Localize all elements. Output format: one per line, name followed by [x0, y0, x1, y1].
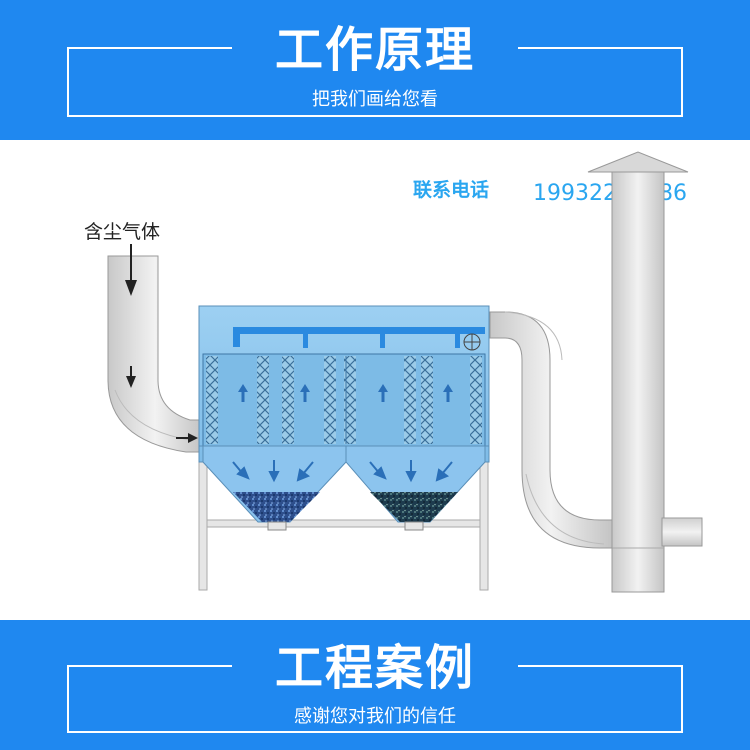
dust-fall-arrows — [232, 460, 453, 483]
dust-hoppers — [202, 445, 486, 531]
filter-bags — [206, 356, 482, 444]
footer-subtitle: 感谢您对我们的信任 — [294, 706, 456, 727]
header-title: 工作原理 — [274, 22, 475, 78]
dust-collector-diagram: 联系电话 19932201686 含尘气体 — [84, 151, 703, 593]
footer-title-gap — [232, 655, 518, 677]
contact-label: 联系电话 — [413, 178, 489, 201]
inlet-label: 含尘气体 — [84, 221, 160, 243]
header-banner: 工作原理 把我们画给您看 — [0, 0, 750, 140]
outlet-duct — [489, 311, 613, 549]
footer-title: 工程案例 — [274, 640, 475, 696]
chimney-stack — [587, 151, 703, 593]
footer-banner — [0, 620, 750, 750]
airflow-arrows — [238, 384, 453, 402]
inlet-arrow — [125, 244, 198, 443]
header-title-gap — [232, 36, 518, 60]
header-subtitle: 把我们画给您看 — [312, 89, 438, 110]
inlet-duct — [107, 255, 203, 453]
